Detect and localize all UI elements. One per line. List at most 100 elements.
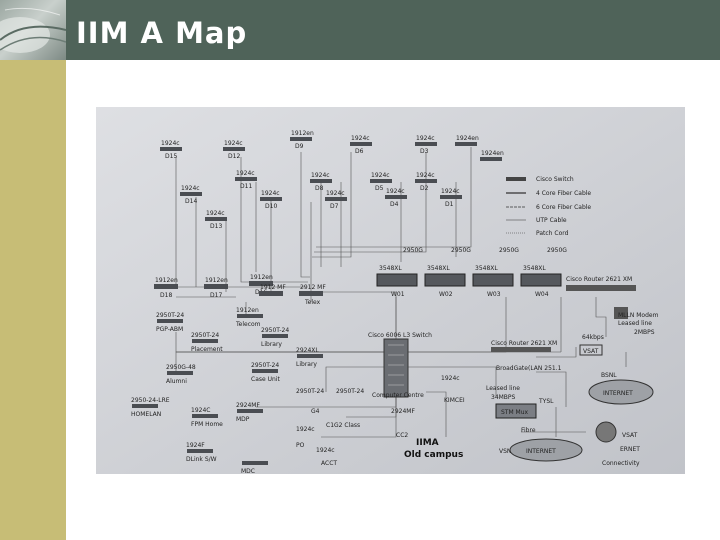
switch-id-label: D18	[160, 292, 172, 299]
broadgate-label: BroadGate(LAN 251.1	[496, 365, 562, 372]
router-label: Cisco Router 2621 XM	[491, 340, 557, 347]
switch-id-label: D10	[265, 203, 277, 210]
node-location-label: Library	[296, 361, 317, 368]
switch-node: 1924en	[480, 150, 504, 161]
node-location-label: FPM Home	[191, 421, 223, 428]
switch-id-label: D4	[390, 201, 399, 208]
switch-id-label: D14	[185, 198, 197, 205]
core-switch-label: Cisco 6006 L3 Switch	[368, 332, 432, 339]
speed-label: 34MBPS	[491, 394, 516, 401]
switch-sub-label: 3548XL	[475, 265, 498, 272]
node-model-label: 2950T-24	[251, 362, 279, 369]
node-location-label: Case Unit	[251, 376, 280, 383]
switch-model-label: 1924c	[236, 170, 255, 177]
router-label: Cisco Router 2621 XM	[566, 276, 632, 283]
switch-id-label: D17	[210, 292, 222, 299]
switch-id-label: D1	[445, 201, 454, 208]
node-location-label: HOMELAN	[131, 411, 161, 418]
node-location-label: Placement	[191, 346, 223, 353]
diagram-legend: Cisco Switch 4 Core Fiber Cable 6 Core F…	[506, 176, 591, 237]
switch-id-label: D3	[420, 148, 429, 155]
computer-centre-label: Computer Centre	[372, 392, 424, 399]
internet-cloud-label: INTERNET	[526, 448, 556, 455]
connectivity-label: Connectivity	[602, 460, 640, 467]
switch-model-label: 2912 MF	[300, 284, 326, 291]
speed-label: 64kbps	[582, 334, 604, 341]
switch-model-label: 1924c	[206, 210, 225, 217]
legend-item: 4 Core Fiber Cable	[536, 190, 591, 197]
center-node-label: CC2	[396, 432, 408, 439]
node-location-label: PGP-ABM	[156, 326, 183, 333]
left-node-group: 2950T-24PGP-ABM2950T-24Placement2950G-48…	[131, 307, 323, 474]
node-location-label: Alumni	[166, 378, 187, 385]
center-node-label: PO	[296, 442, 305, 449]
network-node: 1924C FPM Home	[191, 407, 223, 428]
switch-model-label: 1924c	[351, 135, 370, 142]
center-node-label: G4	[311, 408, 320, 415]
switch-model-label: 2950G	[403, 247, 423, 254]
switch-model-label: 1924c	[386, 188, 405, 195]
switch-model-label: 2950G	[499, 247, 519, 254]
switch-model-label: 1924c	[224, 140, 243, 147]
switch-model-label: 1924c	[261, 190, 280, 197]
node-model-label: 2950T-24	[156, 312, 184, 319]
node-model-label: 2950T-24	[191, 332, 219, 339]
left-sidebar-strip	[0, 60, 66, 540]
switch-model-label: 1924c	[326, 190, 345, 197]
switch-id-label: D9	[295, 143, 304, 150]
top-switch-group: 1924cD151924cD121912enD91924cD61924cD319…	[160, 130, 504, 230]
wan-section: Cisco Router 2621 XM MLLN Modem Leased l…	[404, 276, 659, 467]
node-model-label: 2950T-24	[261, 327, 289, 334]
center-node-label: 1924c	[441, 375, 460, 382]
campus-label: IIMA	[416, 438, 439, 448]
switch-model-label: 1912en	[205, 277, 228, 284]
node-model-label: 1924F	[186, 442, 205, 449]
switch-model-label: 2950G	[547, 247, 567, 254]
vsnl-label: VSNL	[499, 448, 515, 455]
vsat-label: VSAT	[583, 348, 599, 355]
switch-model-label: 1924c	[311, 172, 330, 179]
switch-id-label: D2	[420, 185, 429, 192]
stm-mux-label: STM Mux	[501, 409, 529, 416]
center-node-label: C1G2 Class	[326, 422, 360, 429]
switch-id-label: D11	[240, 183, 252, 190]
node-model-label: 2950G-48	[166, 364, 196, 371]
switch-id-label: Telex	[304, 299, 321, 306]
switch-model-label: 1912en	[155, 277, 178, 284]
node-model-label: 1924C	[191, 407, 210, 414]
switch-sub-label: 3548XL	[379, 265, 402, 272]
node-location-label: Telecom	[235, 321, 261, 328]
switch-id-label: D6	[355, 148, 364, 155]
leased-line-label: Leased line	[486, 385, 520, 392]
center-node-label: 2924MF	[391, 408, 415, 415]
switch-id-label: W01	[391, 291, 405, 298]
bsnl-label: BSNL	[601, 372, 617, 379]
tysl-label: TYSL	[538, 398, 554, 405]
center-node-label: 1924c	[296, 426, 315, 433]
switch-model-label: 1924c	[441, 188, 460, 195]
switch-model-label: 1924c	[416, 172, 435, 179]
node-model-label: 2924MF	[236, 402, 260, 409]
core-switch-node: 2950G 3548XL W01	[376, 247, 423, 298]
switch-id-label: D7	[330, 203, 339, 210]
campus-label: Old campus	[404, 450, 463, 460]
switch-id-label: D5	[375, 185, 384, 192]
